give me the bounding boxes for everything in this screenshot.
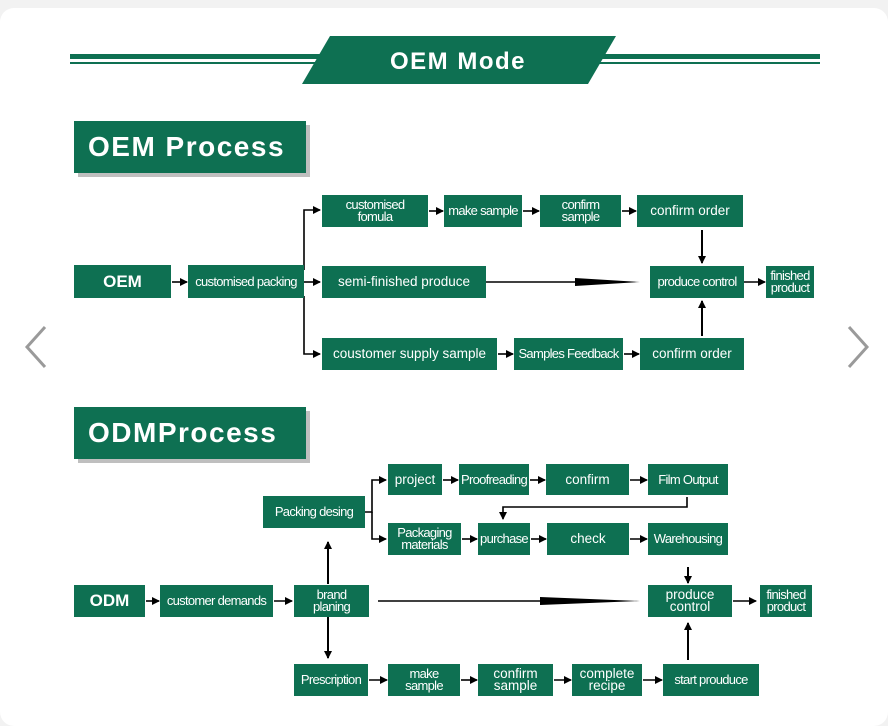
previous-slide-button[interactable] — [16, 318, 56, 376]
project-node: project — [388, 464, 442, 495]
next-slide-button[interactable] — [838, 318, 878, 376]
customer-supply-sample-node: coustomer supply sample — [322, 338, 497, 370]
finished-product-node: finished product — [766, 266, 814, 298]
oem-process-heading: OEM Process — [74, 121, 306, 173]
purchase-node: purchase — [478, 523, 530, 555]
confirm-node: confirm — [546, 464, 629, 495]
oem-start-node: OEM — [74, 265, 171, 298]
produce-control-node: produce control — [650, 266, 744, 298]
customised-packing-node: customised packing — [188, 265, 304, 298]
packing-desing-node: Packing desing — [263, 496, 365, 528]
odm-make-sample-node: make sample — [388, 664, 460, 696]
banner-title: OEM Mode — [390, 48, 526, 75]
chevron-left-icon — [24, 325, 47, 369]
complete-recipe-node: complete recipe — [572, 664, 642, 696]
odm-start-node: ODM — [74, 585, 145, 617]
confirm-sample-node: confirm sample — [540, 195, 621, 227]
semi-finished-produce-node: semi-finished produce — [322, 266, 486, 298]
confirm-order-bottom-node: confirm order — [640, 338, 744, 370]
make-sample-node: make sample — [444, 195, 522, 227]
odm-process-heading: ODMProcess — [74, 407, 306, 459]
packaging-materials-node: Packaging materials — [388, 523, 461, 555]
odm-confirm-sample-node: confirm sample — [478, 664, 553, 696]
check-node: check — [547, 523, 629, 555]
customer-demands-node: customer demands — [160, 585, 273, 617]
film-output-node: Film Output — [648, 464, 728, 495]
confirm-order-top-node: confirm order — [637, 195, 743, 227]
brand-planing-node: brand planing — [294, 585, 369, 617]
samples-feedback-node: Samples Feedback — [514, 338, 623, 370]
start-produce-node: start prouduce — [663, 664, 759, 696]
banner-shape — [302, 36, 616, 84]
warehousing-node: Warehousing — [648, 523, 728, 555]
chevron-right-icon — [847, 325, 870, 369]
proofreading-node: Proofreading — [459, 464, 529, 495]
prescription-node: Prescription — [294, 664, 368, 696]
customised-formula-node: customised fomula — [322, 195, 428, 227]
mode-banner — [70, 36, 820, 84]
odm-produce-control-node: produce control — [648, 585, 732, 617]
odm-finished-product-node: finished product — [760, 585, 812, 617]
